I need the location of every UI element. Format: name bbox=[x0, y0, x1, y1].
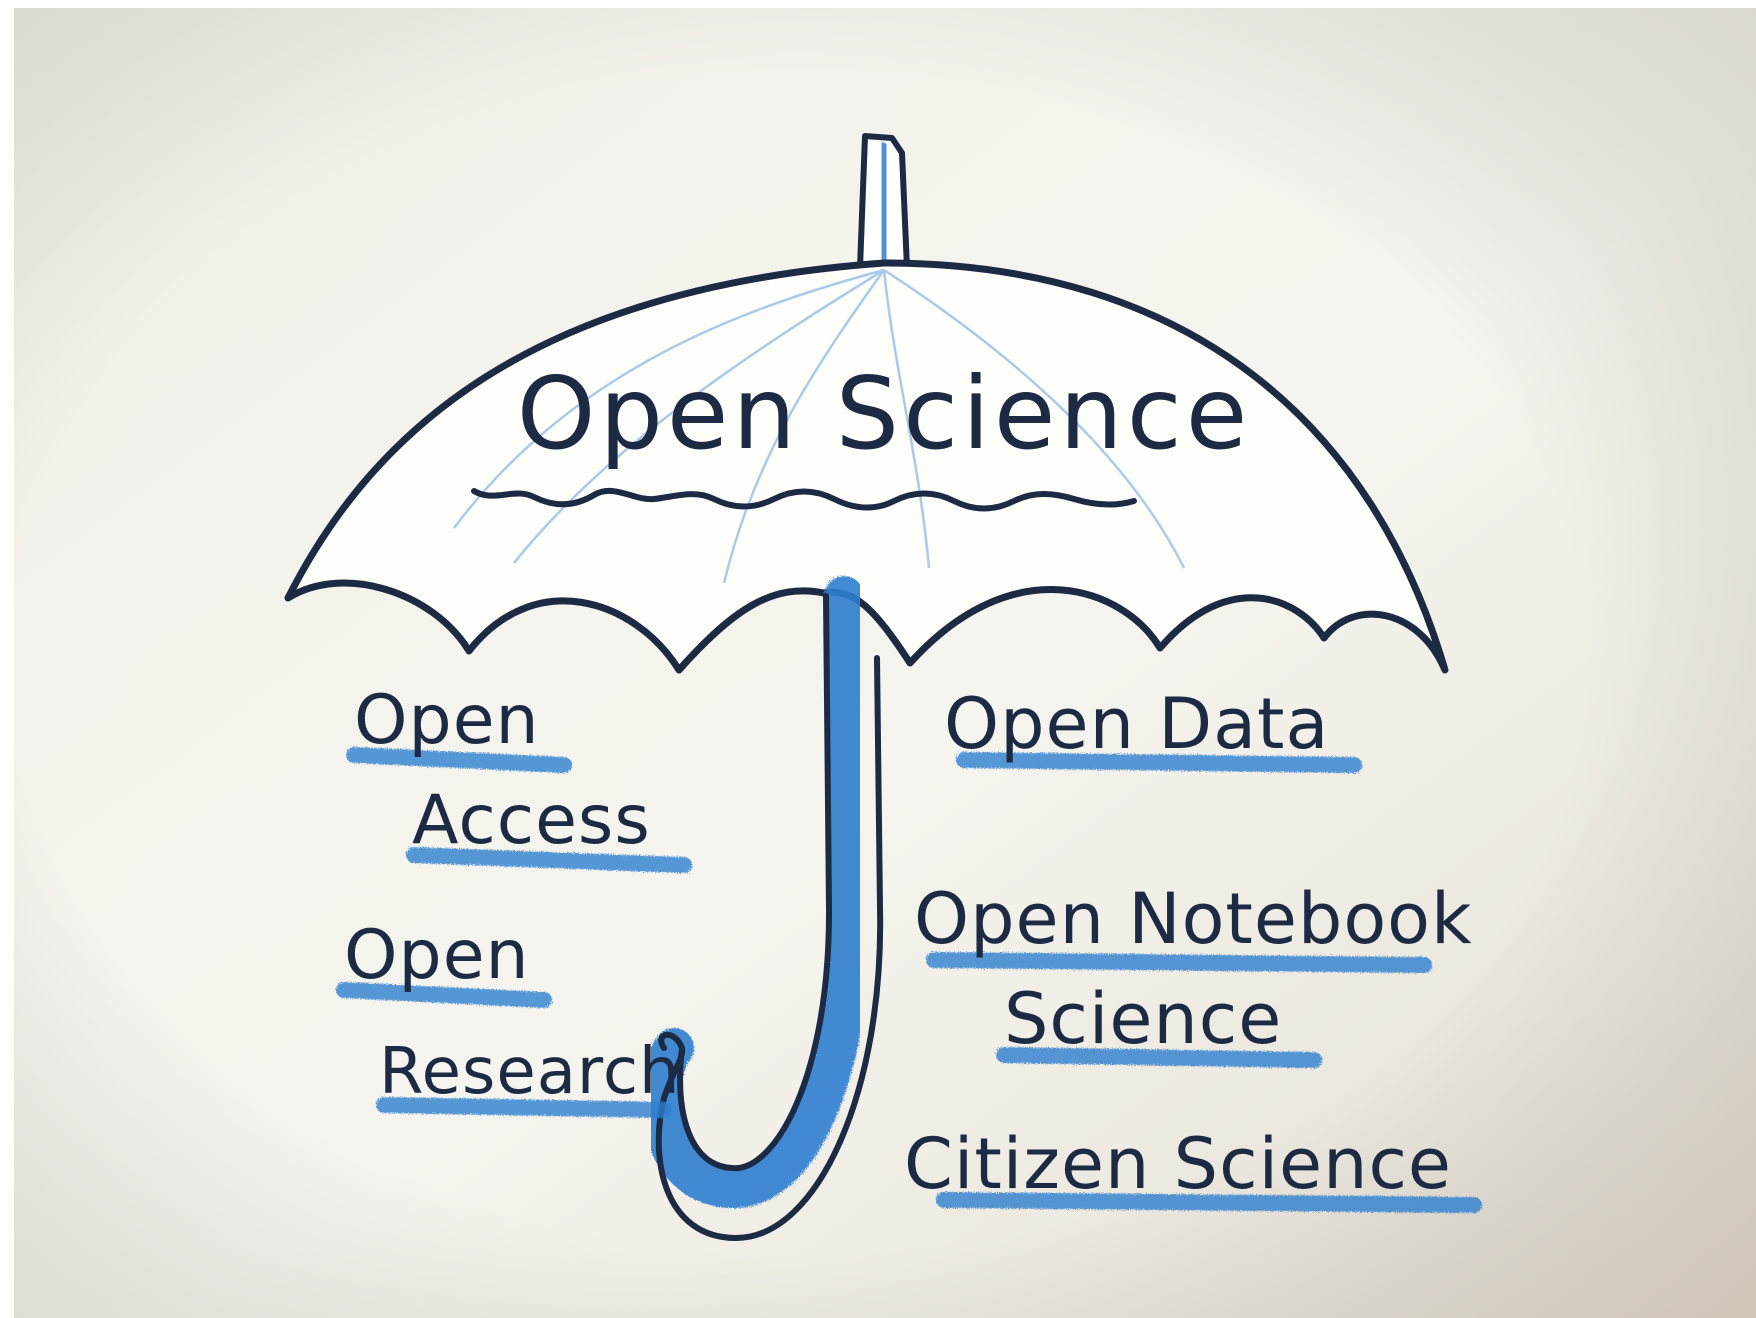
label-open-access-line2: Access bbox=[412, 781, 651, 860]
right-labels: Open Data Open Notebook Science Citizen … bbox=[904, 683, 1473, 1205]
label-open-research-line2: Research bbox=[379, 1035, 681, 1109]
label-open-notebook-science-line1: Open Notebook bbox=[914, 878, 1473, 960]
label-citizen-science: Citizen Science bbox=[904, 1123, 1452, 1205]
umbrella-canopy bbox=[284, 259, 1449, 674]
label-open-data: Open Data bbox=[944, 683, 1329, 765]
umbrella-diagram: Open Science Open Access Open Research O… bbox=[14, 8, 1756, 1318]
umbrella-tip bbox=[857, 133, 910, 271]
left-labels: Open Access Open Research bbox=[344, 681, 681, 1109]
label-open-research-line1: Open bbox=[344, 916, 530, 995]
label-underlines bbox=[336, 747, 1482, 1213]
title-underline bbox=[471, 487, 1137, 512]
diagram-title: Open Science bbox=[517, 355, 1252, 472]
label-open-notebook-science-line2: Science bbox=[1004, 978, 1282, 1060]
umbrella-handle bbox=[640, 576, 884, 1241]
label-open-access-line1: Open bbox=[354, 681, 540, 760]
drawing-photo: Open Science Open Access Open Research O… bbox=[14, 8, 1756, 1318]
